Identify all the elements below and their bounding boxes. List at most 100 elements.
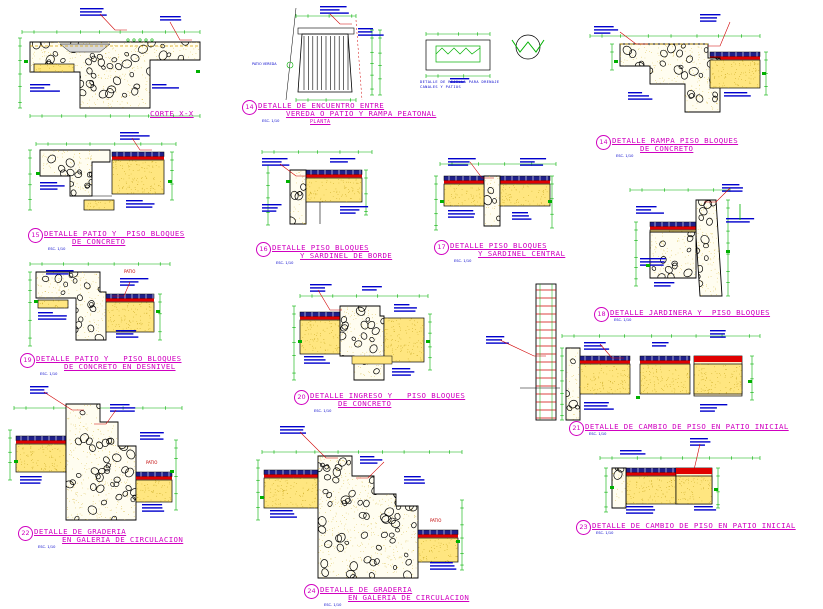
aggregate-stone bbox=[318, 516, 327, 527]
aggregate-stone bbox=[369, 344, 378, 354]
level-marker bbox=[610, 486, 614, 489]
aggregate-stone bbox=[322, 465, 331, 472]
annotation-text-line bbox=[392, 374, 411, 376]
aggregate-stone bbox=[401, 465, 410, 475]
detail-21 bbox=[560, 330, 761, 421]
annotation-text-line bbox=[512, 212, 528, 214]
aggregate-stone bbox=[320, 559, 329, 569]
sand-fill bbox=[675, 475, 713, 505]
leader-line bbox=[704, 187, 731, 203]
concrete-texture bbox=[484, 176, 500, 226]
leader-line bbox=[599, 343, 624, 359]
aggregate-stone bbox=[698, 200, 707, 206]
aggregate-stone bbox=[700, 235, 710, 245]
detail-18 bbox=[629, 184, 755, 297]
annotation-text-line bbox=[448, 210, 474, 212]
annotation-text-line bbox=[520, 164, 544, 166]
aggregate-stone bbox=[107, 85, 117, 94]
annotation-text-line bbox=[38, 312, 53, 314]
detail-21-number-bubble: 21 bbox=[569, 421, 584, 436]
sand-fill bbox=[709, 59, 761, 89]
aggregate-stone bbox=[703, 243, 709, 249]
aggregate-stone bbox=[574, 404, 580, 410]
paver-block bbox=[15, 435, 67, 441]
membrane-layer bbox=[500, 180, 550, 184]
annotation-text-line bbox=[430, 565, 455, 567]
aggregate-stone bbox=[332, 467, 341, 478]
aggregate-stone bbox=[83, 282, 91, 290]
aggregate-stone bbox=[411, 522, 417, 529]
annotation-text-line bbox=[330, 161, 348, 163]
aggregate-stone bbox=[336, 543, 344, 552]
annotation-text-line bbox=[340, 209, 360, 211]
aggregate-stone bbox=[66, 480, 74, 489]
leader-line bbox=[469, 161, 494, 179]
annotation-text-line bbox=[152, 84, 167, 86]
aggregate-stone bbox=[183, 74, 192, 82]
aggregate-stone bbox=[121, 59, 132, 69]
level-marker bbox=[298, 340, 302, 343]
aggregate-stone bbox=[706, 217, 713, 226]
membrane-layer bbox=[300, 316, 340, 320]
paver-block bbox=[709, 51, 761, 57]
annotation-text-line bbox=[628, 98, 653, 100]
aggregate-stone bbox=[660, 85, 666, 91]
sand-hatch bbox=[384, 317, 425, 362]
aggregate-stone bbox=[74, 515, 80, 520]
level-marker bbox=[548, 200, 552, 203]
aggregate-stone bbox=[106, 190, 110, 196]
aggregate-stone bbox=[89, 305, 97, 313]
aggregate-stone bbox=[487, 187, 495, 195]
aggregate-stone bbox=[84, 182, 91, 189]
aggregate-stone bbox=[72, 278, 78, 284]
aggregate-stone bbox=[566, 389, 570, 397]
aggregate-stone bbox=[345, 570, 356, 578]
annotation-text-line bbox=[584, 345, 603, 347]
aggregate-stone bbox=[90, 467, 99, 475]
aggregate-stone bbox=[115, 63, 122, 71]
annotation-text-line bbox=[722, 187, 743, 189]
aggregate-stone bbox=[39, 331, 47, 339]
annotation-text-line bbox=[512, 218, 532, 220]
annotation-text-line bbox=[30, 386, 49, 388]
aggregate-stone bbox=[75, 473, 82, 478]
annotation-text-line bbox=[620, 450, 642, 452]
aggregate-stone bbox=[323, 474, 332, 481]
sand-fill bbox=[639, 363, 691, 395]
aggregate-stone bbox=[53, 82, 59, 90]
aggregate-stone bbox=[74, 171, 83, 178]
annotation-text-line bbox=[46, 270, 74, 272]
annotation-text-line bbox=[120, 138, 140, 140]
detail-14-number-bubble: 14 bbox=[242, 100, 257, 115]
aggregate-stone bbox=[121, 466, 129, 474]
aggregate-stone bbox=[85, 80, 95, 88]
aggregate-stone bbox=[177, 60, 183, 65]
sand-hatch bbox=[113, 159, 164, 195]
aggregate-stone bbox=[68, 272, 74, 279]
concrete-body bbox=[29, 41, 201, 109]
aggregate-stone bbox=[290, 216, 296, 224]
concrete-texture bbox=[612, 468, 626, 507]
detail-17-number-bubble: 17 bbox=[434, 240, 449, 255]
aggregate-stone bbox=[87, 505, 98, 515]
annotation-text-line bbox=[360, 456, 375, 458]
concrete-body bbox=[619, 43, 721, 113]
column-outline bbox=[535, 283, 557, 421]
aggregate-stone bbox=[90, 84, 97, 92]
sand-hatch bbox=[16, 443, 67, 472]
annotation-text-line bbox=[636, 206, 657, 208]
sand-hatch bbox=[264, 477, 318, 509]
detail-19 bbox=[28, 262, 171, 347]
aggregate-stone bbox=[346, 460, 351, 466]
aggregate-stone bbox=[103, 465, 111, 472]
detail-grilla bbox=[425, 32, 545, 83]
detail-column-section bbox=[486, 283, 560, 421]
annotation-text-line bbox=[584, 342, 606, 344]
annotation-text-line bbox=[584, 348, 610, 350]
annotation-text-line bbox=[140, 435, 161, 437]
grate-frame bbox=[425, 39, 491, 71]
title-line-2: EN GALERIA DE CIRCULACION bbox=[348, 593, 470, 602]
title-line-2: EN GALERIA DE CIRCULACION bbox=[62, 535, 184, 544]
detail-22-label: PATIO bbox=[146, 460, 158, 465]
